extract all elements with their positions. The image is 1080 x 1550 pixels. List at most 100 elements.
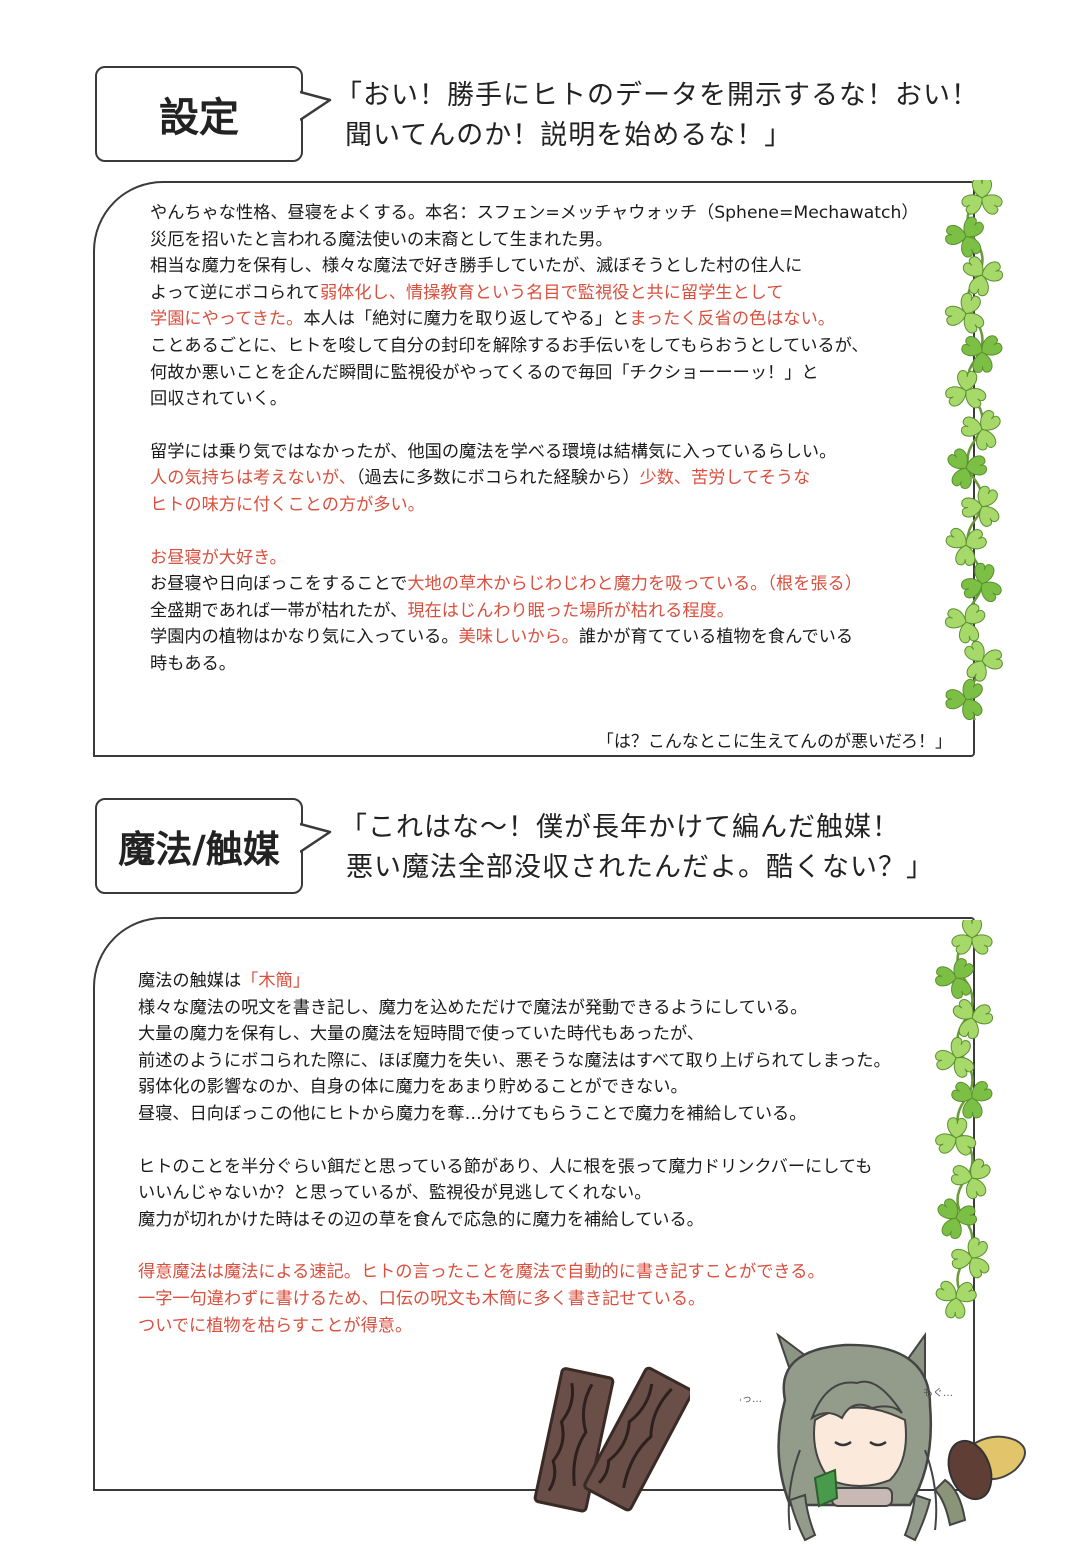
clover-leaf-icon (951, 1158, 991, 1199)
clover-leaf-icon (935, 958, 974, 999)
clover-leaf-icon (961, 335, 1003, 373)
text-line: 前述のようにボコられた際に、ほぼ魔力を失い、悪そうな魔法はすべて取り上げられてし… (138, 1048, 928, 1075)
text-line: 魔法の触媒は「木簡」 (138, 968, 928, 995)
clover-leaf-icon (951, 1080, 993, 1119)
clover-leaf-icon (945, 292, 985, 334)
highlight-text: 弱体化し、情操教育という名目で監視役と共に留学生として (319, 282, 784, 303)
character-quote: 「これはな〜！僕が長年かけて編んだ触媒！ 悪い魔法全部没収されたんだよ。酷くない… (340, 808, 934, 888)
text-segment: 災厄を招いたと言われる魔法使いの末裔として生まれた男。 (150, 229, 613, 250)
clover-leaf-icon (961, 485, 1000, 527)
highlight-text: 「木簡」 (241, 971, 310, 991)
text-segment: ことあるごとに、ヒトを唆して自分の封印を解除するお手伝いをしてもらおうとしている… (150, 335, 869, 356)
text-segment: 前述のようにボコられた際に、ほぼ魔力を失い、悪そうな魔法はすべて取り上げられてし… (138, 1050, 891, 1071)
text-segment: 昼寝、日向ぼっこの他にヒトから魔力を奪…分けてもらうことで魔力を補給している。 (138, 1103, 807, 1124)
text-line: ついでに植物を枯らすことが得意。 (138, 1313, 928, 1340)
mokkan-wooden-tablets-illustration (533, 1366, 690, 1513)
paragraph: 得意魔法は魔法による速記。ヒトの言ったことを魔法で自動的に書き記すことができる。… (138, 1259, 928, 1339)
text-line: 全盛期であれば一帯が枯れたが、現在はじんわり眠った場所が枯れる程度。 (150, 598, 950, 625)
mumble-text: もっ… (740, 1393, 762, 1405)
text-line: 回収されていく。 (150, 386, 950, 413)
text-segment: 誰かが育てている植物を食んでいる (578, 627, 854, 648)
text-line: 学園にやってきた。本人は「絶対に魔力を取り返してやる」とまったく反省の色はない。 (150, 306, 950, 333)
text-line: 一字一句違わずに書けるため、口伝の呪文も木簡に多く書き記せている。 (138, 1286, 928, 1313)
text-line: 弱体化の影響なのか、自身の体に魔力をあまり貯めることができない。 (138, 1074, 928, 1101)
clover-leaf-icon (952, 999, 993, 1039)
text-line: お昼寝や日向ぼっこをすることで大地の草木からじわじわと魔力を吸っている。（根を張… (150, 571, 950, 598)
clover-leaf-icon (951, 1237, 990, 1279)
text-line: 得意魔法は魔法による速記。ヒトの言ったことを魔法で自動的に書き記すことができる。 (138, 1259, 928, 1286)
character-quote: 「おい！勝手にヒトのデータを開示するな！おい！ 聞いてんのか！説明を始めるな！」 (335, 76, 979, 156)
text-line: やんちゃな性格、昼寝をよくする。本名：スフェン=メッチャウォッチ（Sphene=… (150, 200, 950, 227)
text-segment: 魔法の触媒は (138, 971, 242, 991)
paragraph: やんちゃな性格、昼寝をよくする。本名：スフェン=メッチャウォッチ（Sphene=… (150, 200, 950, 413)
text-line: 人の気持ちは考えないが、（過去に多数にボコられた経験から）少数、苦労してそうな (150, 465, 950, 492)
text-line: いいんじゃないか？と思っているが、監視役が見逃してくれない。 (138, 1180, 928, 1207)
text-segment: 時もある。 (150, 653, 236, 674)
mumble-text: もぐ… (923, 1387, 953, 1399)
text-segment: 相当な魔力を保有し、様々な魔法で好き勝手していたが、滅ぼそうとした村の住人に (150, 256, 803, 277)
clover-leaf-icon (961, 562, 1002, 603)
highlight-text: 学園にやってきた。 (150, 309, 304, 330)
text-segment: 弱体化の影響なのか、自身の体に魔力をあまり貯めることができない。 (138, 1077, 688, 1098)
quote-line: 悪い魔法全部没収されたんだよ。酷くない？」 (346, 852, 934, 883)
clover-leaf-icon (935, 1117, 977, 1156)
speech-tail (300, 90, 332, 122)
profile-text: やんちゃな性格、昼寝をよくする。本名：スフェン=メッチャウォッチ（Sphene=… (150, 200, 950, 678)
clover-leaf-icon (935, 1280, 977, 1319)
text-segment: やんちゃな性格、昼寝をよくする。本名：スフェン=メッチャウォッチ（Sphene=… (150, 203, 919, 223)
clover-leaf-icon (951, 920, 993, 955)
section-tag-label: 設定 (159, 95, 239, 141)
text-line: ヒトの味方に付くことの方が多い。 (150, 492, 950, 519)
text-line: 学園内の植物はかなり気に入っている。美味しいから。誰かが育てている植物を食んでい… (150, 624, 950, 651)
text-line: 相当な魔力を保有し、様々な魔法で好き勝手していたが、滅ぼそうとした村の住人に (150, 253, 950, 280)
section-tag-label: 魔法/触媒 (118, 828, 280, 871)
clover-leaf-icon (945, 678, 983, 721)
clover-leaf-icon (945, 603, 986, 644)
text-segment: （過去に多数にボコられた経験から） (355, 468, 640, 489)
clover-leaf-icon (937, 1198, 977, 1239)
clover-vine-decoration (935, 920, 993, 1319)
text-line: 昼寝、日向ぼっこの他にヒトから魔力を奪…分けてもらうことで魔力を補給している。 (138, 1101, 928, 1128)
highlight-text: 少数、苦労してそうな (639, 468, 811, 489)
text-line: 留学には乗り気ではなかったが、他国の魔法を学べる環境は結構気に入っているらしい。 (150, 439, 950, 466)
magic-text: 魔法の触媒は「木簡」様々な魔法の呪文を書き記し、魔力を込めただけで魔法が発動でき… (138, 968, 928, 1339)
section-tag-magic: 魔法/触媒 (95, 798, 303, 894)
quote-line: 聞いてんのか！説明を始めるな！」 (345, 120, 793, 151)
highlight-text: 大地の草木からじわじわと魔力を吸っている。（根を張る） (407, 574, 862, 595)
text-segment: 学園内の植物はかなり気に入っている。 (150, 627, 459, 648)
text-segment: いいんじゃないか？と思っているが、監視役が見逃してくれない。 (138, 1183, 652, 1204)
text-line: 大量の魔力を保有し、大量の魔法を短時間で使っていた時代もあったが、 (138, 1021, 928, 1048)
highlight-text: まったく反省の色はない。 (629, 309, 835, 330)
text-line: ことあるごとに、ヒトを唆して自分の封印を解除するお手伝いをしてもらおうとしている… (150, 333, 950, 360)
speech-tail (300, 822, 332, 854)
text-line: ヒトのことを半分ぐらい餌だと思っている節があり、人に根を張って魔力ドリンクバーに… (138, 1154, 928, 1181)
clover-vine-decoration (945, 180, 1003, 721)
text-line: 何故か悪いことを企んだ瞬間に監視役がやってくるので毎回「チクショーーーッ！」と (150, 360, 950, 387)
text-line: 災厄を招いたと言われる魔法使いの末裔として生まれた男。 (150, 227, 950, 254)
clover-leaf-icon (945, 216, 984, 258)
text-segment: 大量の魔力を保有し、大量の魔法を短時間で使っていた時代もあったが、 (138, 1024, 704, 1045)
clover-leaf-icon (962, 256, 1003, 297)
paragraph: 留学には乗り気ではなかったが、他国の魔法を学べる環境は結構気に入っているらしい。… (150, 439, 950, 519)
clover-leaf-icon (961, 410, 1001, 451)
highlight-text: ヒトの味方に付くことの方が多い。 (150, 494, 425, 515)
text-segment: 本人は「絶対に魔力を取り返してやる」と (303, 309, 630, 330)
highlight-text: 得意魔法は魔法による速記。ヒトの言ったことを魔法で自動的に書き記すことができる。 (138, 1262, 825, 1283)
clover-leaf-icon (945, 527, 987, 566)
quote-line: 「おい！勝手にヒトのデータを開示するな！おい！ (335, 80, 979, 111)
paragraph: 魔法の触媒は「木簡」様々な魔法の呪文を書き記し、魔力を込めただけで魔法が発動でき… (138, 968, 928, 1128)
text-line: よって逆にボコられて弱体化し、情操教育という名目で監視役と共に留学生として (150, 280, 950, 307)
clover-leaf-icon (961, 180, 1003, 215)
highlight-text: 人の気持ちは考えないが、 (150, 468, 356, 489)
highlight-text: 現在はじんわり眠った場所が枯れる程度。 (407, 600, 734, 621)
highlight-text: お昼寝が大好き。 (150, 547, 287, 568)
text-segment: ヒトのことを半分ぐらい餌だと思っている節があり、人に根を張って魔力ドリンクバーに… (138, 1156, 873, 1177)
clover-leaf-icon (935, 1037, 975, 1078)
text-line: お昼寝が大好き。 (150, 545, 950, 572)
text-line: 様々な魔法の呪文を書き記し、魔力を込めただけで魔法が発動できるようにしている。 (138, 995, 928, 1022)
highlight-text: 美味しいから。 (458, 627, 579, 648)
highlight-text: ついでに植物を枯らすことが得意。 (138, 1315, 413, 1336)
text-segment: お昼寝や日向ぼっこをすることで (150, 574, 408, 595)
highlight-text: 一字一句違わずに書けるため、口伝の呪文も木簡に多く書き記せている。 (138, 1288, 706, 1309)
text-segment: 魔力が切れかけた時はその辺の草を食んで応急的に魔力を補給している。 (138, 1209, 704, 1230)
